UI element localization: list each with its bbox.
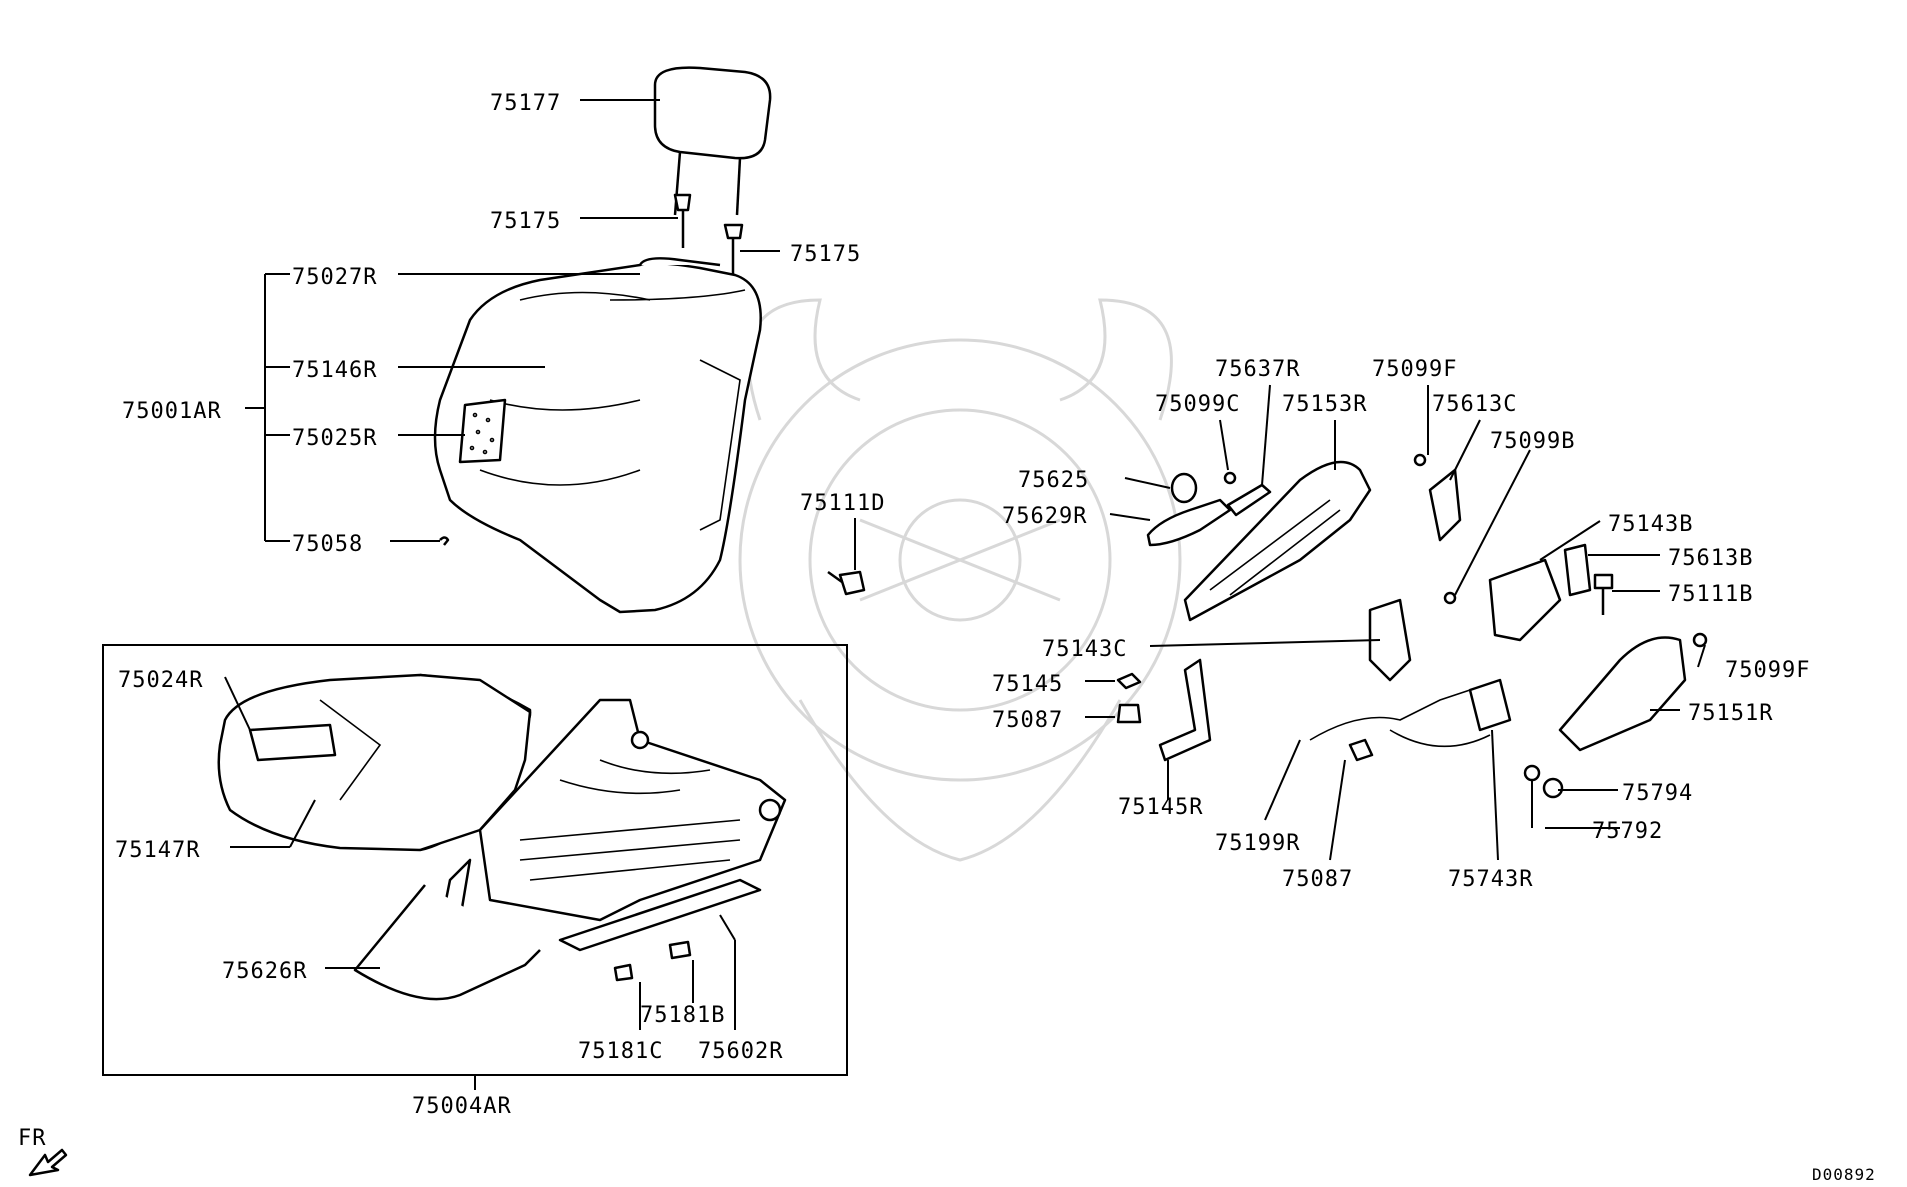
nut-75087-b-drawing <box>1348 738 1374 762</box>
wire-75626R-drawing <box>353 884 541 1001</box>
label-75025R: 75025R <box>292 426 377 451</box>
label-75111D: 75111D <box>800 491 885 516</box>
label-75143C: 75143C <box>1042 637 1127 662</box>
label-75613B: 75613B <box>1668 546 1753 571</box>
label-75147R: 75147R <box>115 838 200 863</box>
recliner-75143B-drawing <box>1488 558 1562 642</box>
label-75792: 75792 <box>1592 819 1663 844</box>
label-75613C: 75613C <box>1432 392 1517 417</box>
label-75794: 75794 <box>1622 781 1693 806</box>
part-labels: 75177 75175 75175 75027R 75146R 75001AR … <box>18 91 1876 1184</box>
headrest-drawing <box>653 66 772 275</box>
clip-75145-drawing <box>1116 672 1142 690</box>
bolt-75111B-drawing <box>1593 573 1614 615</box>
label-75111B: 75111B <box>1668 582 1753 607</box>
front-direction-label: FR <box>18 1126 47 1151</box>
label-75099F: 75099F <box>1372 357 1457 382</box>
label-75153R: 75153R <box>1282 392 1367 417</box>
label-75087-a: 75087 <box>992 708 1063 733</box>
leader-lines <box>224 99 1706 1090</box>
label-75143B: 75143B <box>1608 512 1693 537</box>
lever-75637R-drawing <box>1226 483 1272 517</box>
clip-75181C-drawing <box>613 963 634 982</box>
seat-cushion-drawing <box>217 673 532 852</box>
label-75199R: 75199R <box>1215 831 1300 856</box>
label-75099B: 75099B <box>1490 429 1575 454</box>
label-75626R: 75626R <box>222 959 307 984</box>
label-75625: 75625 <box>1018 468 1089 493</box>
label-75024R: 75024R <box>118 668 203 693</box>
screw-75099F-2-drawing <box>1692 632 1708 648</box>
lever-75629R-drawing <box>1146 498 1232 547</box>
recliner-cover-75153R-drawing <box>1183 460 1372 622</box>
label-75058: 75058 <box>292 532 363 557</box>
label-75151R: 75151R <box>1688 701 1773 726</box>
label-75027R: 75027R <box>292 265 377 290</box>
washer-75792-drawing <box>1523 764 1541 782</box>
recliner-75143C-drawing <box>1368 598 1412 682</box>
cover-75151R-drawing <box>1558 636 1687 752</box>
nut-75794-drawing <box>1542 777 1564 799</box>
screw-75099B-drawing <box>1443 591 1457 605</box>
clip-75181B-drawing <box>668 940 692 960</box>
label-75145R: 75145R <box>1118 795 1203 820</box>
seat-back-drawing <box>433 257 762 614</box>
label-75629R: 75629R <box>1002 504 1087 529</box>
label-75175-a: 75175 <box>490 209 561 234</box>
label-75146R: 75146R <box>292 358 377 383</box>
bracket-75613B-drawing <box>1563 543 1592 597</box>
label-75602R: 75602R <box>698 1039 783 1064</box>
wire-harness-75199R-drawing <box>1309 689 1471 741</box>
label-75175-b: 75175 <box>790 242 861 267</box>
drawing-code: D00892 <box>1812 1165 1876 1184</box>
label-75099C: 75099C <box>1155 392 1240 417</box>
label-75145: 75145 <box>992 672 1063 697</box>
bracket-75145R-drawing <box>1158 658 1212 762</box>
label-75099F-2: 75099F <box>1725 658 1810 683</box>
bracket-75613C-drawing <box>1428 468 1462 542</box>
label-75181B: 75181B <box>640 1003 725 1028</box>
label-75743R: 75743R <box>1448 867 1533 892</box>
screw-75099F-drawing <box>1413 453 1427 467</box>
label-75004AR: 75004AR <box>412 1094 512 1119</box>
knob-75625-drawing <box>1170 472 1198 504</box>
buckle-75743R-drawing <box>1389 678 1512 748</box>
bolt-75111D-drawing <box>827 570 866 596</box>
label-75181C: 75181C <box>578 1039 663 1064</box>
front-direction-arrow <box>28 1148 68 1177</box>
label-75087-b: 75087 <box>1282 867 1353 892</box>
label-75001AR: 75001AR <box>122 399 222 424</box>
nut-75087-a-drawing <box>1116 703 1142 724</box>
label-75637R: 75637R <box>1215 357 1300 382</box>
watermark-emblem <box>738 298 1182 862</box>
label-75177: 75177 <box>490 91 561 116</box>
screw-75099C-drawing <box>1223 471 1237 485</box>
